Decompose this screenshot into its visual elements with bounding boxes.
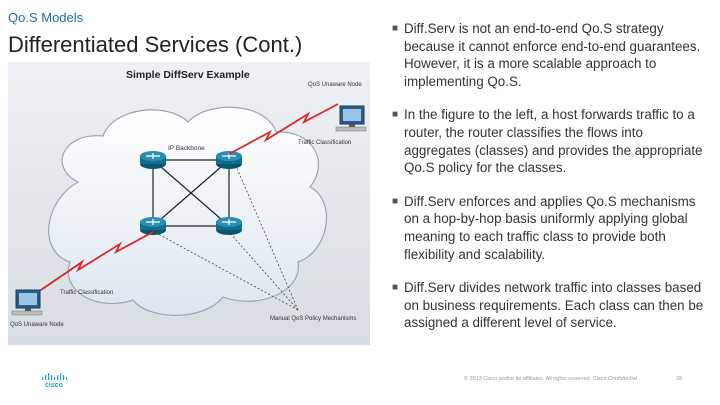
ip-backbone-cloud — [48, 106, 327, 316]
top-node-label: QoS Unaware Node — [308, 82, 362, 88]
bullet-marker-icon: ■ — [392, 109, 399, 121]
bullet-item: ■Diff.Serv is not an end-to-end Qo.S str… — [392, 21, 701, 89]
bullet-marker-icon: ■ — [392, 282, 399, 294]
router-icon — [140, 151, 166, 169]
backbone-label: IP Backbone — [168, 145, 205, 152]
bullet-item: ■In the figure to the left, a host forwa… — [392, 107, 703, 176]
copyright-footer: © 2013 Cisco and/or its affiliates. All … — [464, 376, 638, 382]
bottom-node-label: QoS Unaware Node — [10, 322, 64, 328]
wan-link-bottom — [37, 231, 154, 293]
top-classification-label: Traffic Classification — [298, 140, 351, 146]
cisco-logo: cisco — [42, 373, 68, 388]
svg-text:cisco: cisco — [45, 382, 63, 388]
bullet-item: ■Diff.Serv divides network traffic into … — [392, 280, 704, 331]
router-icon — [216, 217, 242, 235]
policy-label: Manual QoS Policy Mechanisms — [270, 316, 356, 322]
wan-link-top — [228, 103, 339, 155]
computer-icon — [11, 289, 43, 316]
section-topic: Qo.S Models — [8, 10, 84, 25]
figure-title: Simple DiffServ Example — [126, 69, 250, 81]
bullet-marker-icon: ■ — [392, 195, 399, 207]
router-icon — [140, 217, 166, 235]
diffserv-figure: Simple DiffServ Example IP Backbone — [8, 62, 370, 345]
bullet-list: ■Diff.Serv is not an end-to-end Qo.S str… — [392, 20, 708, 348]
computer-icon — [335, 105, 367, 132]
bullet-item: ■Diff.Serv enforces and applies Qo.S mec… — [392, 193, 696, 262]
bottom-classification-label: Traffic Classification — [60, 290, 113, 296]
page-number: 28 — [676, 376, 683, 382]
policy-lines — [157, 165, 299, 311]
bullet-marker-icon: ■ — [392, 23, 399, 34]
slide-title: Differentiated Services (Cont.) — [8, 32, 303, 57]
